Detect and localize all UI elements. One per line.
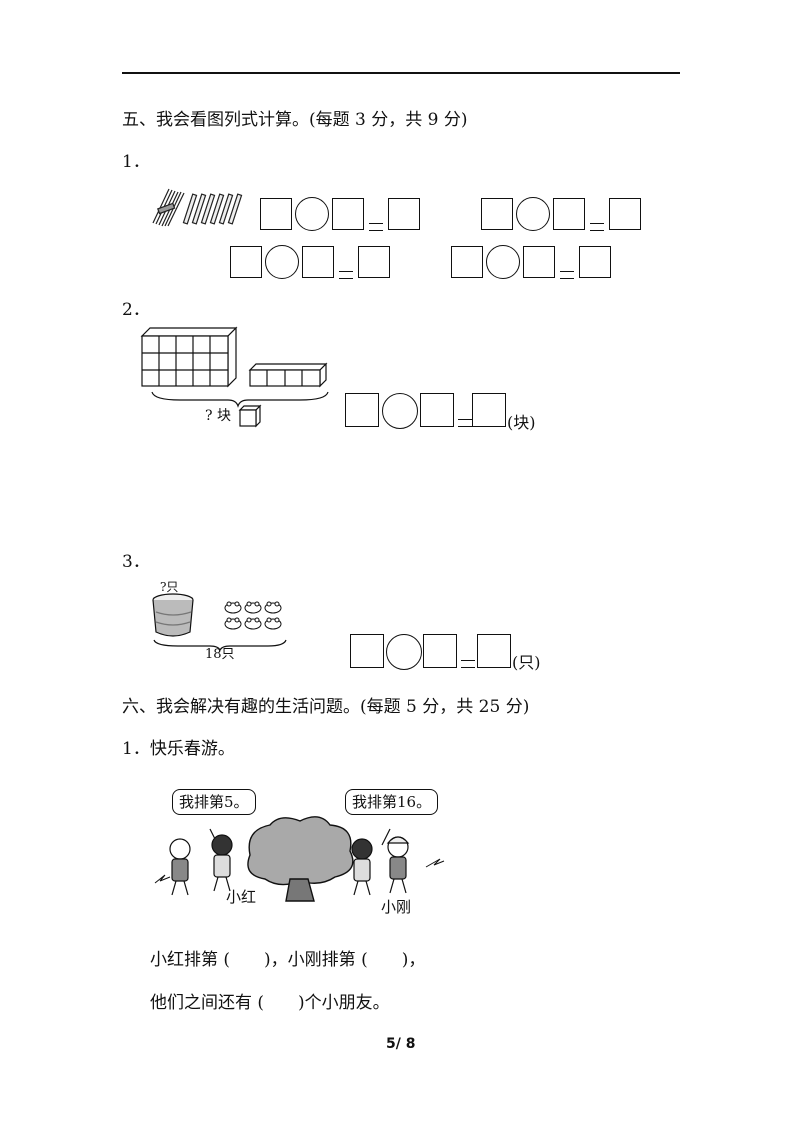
spring-outing-illustration	[154, 816, 445, 902]
answer-box[interactable]	[481, 198, 513, 230]
q3-unit: (只)	[512, 653, 541, 672]
basket-icon	[152, 593, 194, 637]
answer-box[interactable]	[350, 634, 384, 668]
equals-sign	[369, 223, 383, 231]
children-right-icon	[351, 836, 410, 896]
answer-box[interactable]	[423, 634, 457, 668]
equals-sign	[461, 660, 475, 668]
operator-circle[interactable]	[295, 197, 329, 231]
answer-box[interactable]	[609, 198, 641, 230]
header-rule	[122, 72, 680, 74]
answer-box[interactable]	[302, 246, 334, 278]
basket-frogs-illustration	[152, 593, 287, 652]
name-label-xiaogang: 小刚	[381, 898, 412, 916]
fill-blank-line-2: 他们之间还有 ( )个小朋友。	[150, 993, 390, 1013]
section-5-title: 五、我会看图列式计算。(每题 3 分，共 9 分)	[122, 110, 468, 130]
cube-row-icon	[248, 362, 328, 388]
operator-circle[interactable]	[265, 245, 299, 279]
answer-box[interactable]	[388, 198, 420, 230]
tree-icon	[247, 816, 354, 902]
q2-number: 2．	[122, 300, 150, 320]
answer-box[interactable]	[420, 393, 454, 427]
answer-box[interactable]	[345, 393, 379, 427]
q1-number: 1．	[122, 152, 150, 172]
brace-icon	[151, 391, 329, 408]
answer-box[interactable]	[579, 246, 611, 278]
cubes-illustration	[140, 326, 329, 428]
speech-bubble-left: 我排第5。	[172, 789, 256, 815]
q2-question-label: ? 块	[205, 408, 231, 424]
page-number: 5/ 8	[386, 1036, 416, 1052]
equals-sign	[339, 271, 353, 279]
operator-circle[interactable]	[386, 634, 422, 670]
answer-box[interactable]	[477, 634, 511, 668]
speech-bubble-right: 我排第16。	[345, 789, 439, 815]
s6-q1-title: 1．快乐春游。	[122, 739, 235, 759]
answer-box[interactable]	[230, 246, 262, 278]
operator-circle[interactable]	[486, 245, 520, 279]
answer-box[interactable]	[553, 198, 585, 230]
single-sticks-icon	[182, 193, 243, 225]
q3-bottom-label: 18只	[205, 647, 235, 662]
children-left-icon	[169, 834, 233, 896]
cube-block-icon	[140, 326, 238, 388]
equals-sign	[590, 223, 604, 231]
fill-blank-line-1: 小红排第 ( )，小刚排第 ( )，	[150, 950, 426, 970]
answer-box[interactable]	[332, 198, 364, 230]
equals-sign	[560, 271, 574, 279]
brace-icon	[153, 639, 287, 652]
operator-circle[interactable]	[382, 393, 418, 429]
q3-number: 3．	[122, 552, 150, 572]
answer-box[interactable]	[523, 246, 555, 278]
name-label-xiaohong: 小红	[226, 888, 257, 906]
q3-top-label: ?只	[160, 580, 179, 594]
section-6-title: 六、我会解决有趣的生活问题。(每题 5 分，共 25 分)	[122, 697, 530, 717]
answer-box[interactable]	[358, 246, 390, 278]
operator-circle[interactable]	[516, 197, 550, 231]
answer-box[interactable]	[472, 393, 506, 427]
sticks-bundle-illustration	[152, 188, 243, 227]
equals-sign	[458, 419, 472, 427]
answer-box[interactable]	[451, 246, 483, 278]
q2-unit: (块)	[507, 413, 536, 432]
single-cube-icon	[238, 404, 262, 428]
stick-bundle-icon	[152, 188, 185, 227]
answer-box[interactable]	[260, 198, 292, 230]
frog-icons	[224, 601, 282, 630]
